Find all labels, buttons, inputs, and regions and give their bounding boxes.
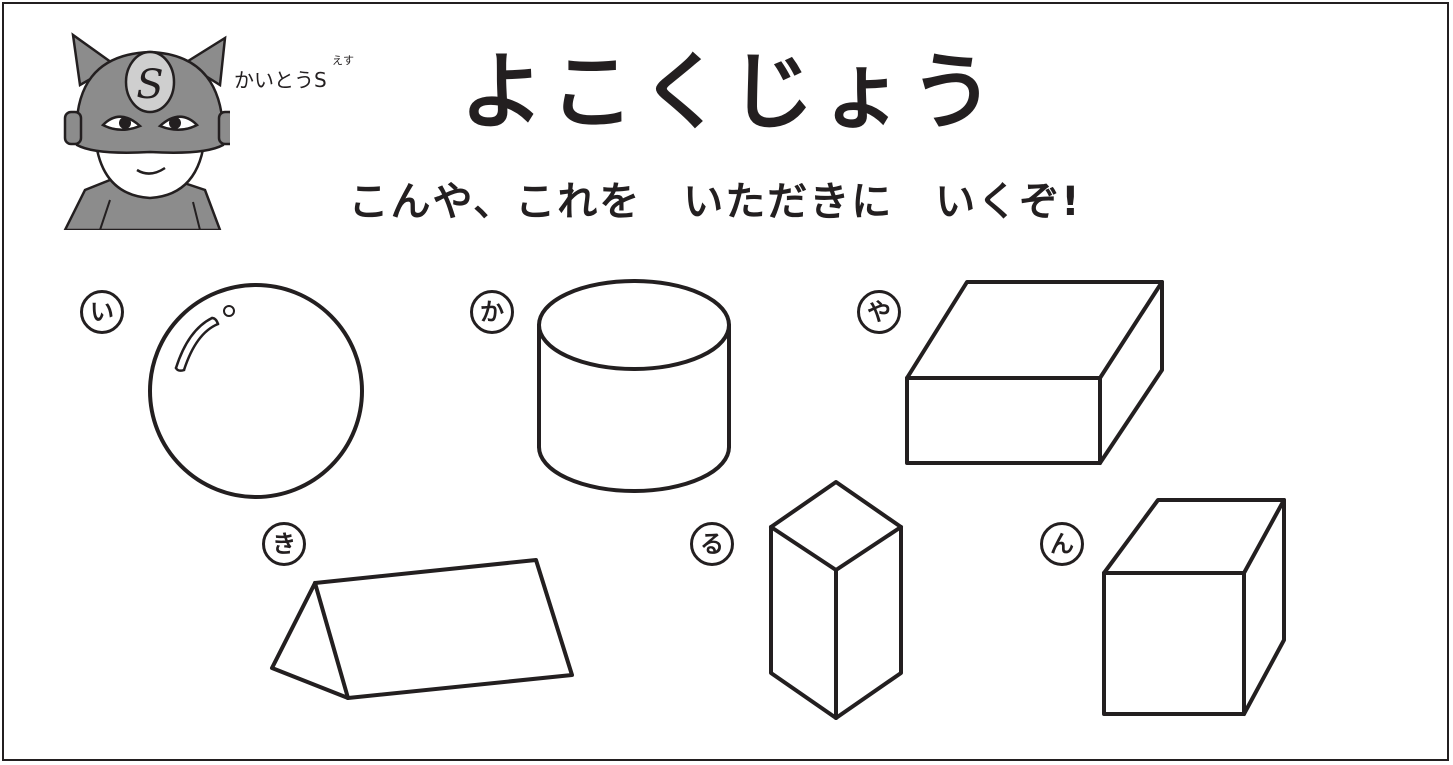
triangular-prism-shape bbox=[270, 558, 574, 700]
shape-label-ka: か bbox=[470, 290, 514, 334]
phantom-thief-illustration: S bbox=[63, 32, 230, 230]
shape-label-ru: る bbox=[690, 522, 734, 566]
mask-emblem-letter: S bbox=[136, 62, 163, 108]
sphere-shape bbox=[148, 283, 364, 499]
shape-label-i: い bbox=[80, 290, 124, 334]
cube-shape bbox=[1102, 498, 1286, 716]
character-name-ruby: えす bbox=[332, 54, 354, 67]
shape-label-ki: き bbox=[262, 522, 306, 566]
square-prism-shape bbox=[769, 480, 903, 720]
cylinder-shape bbox=[537, 279, 731, 493]
character-name: かいとうS bbox=[234, 68, 327, 92]
shape-label-ya: や bbox=[857, 290, 901, 334]
worksheet-subtitle: こんや、これを いただきに いくぞ! bbox=[348, 179, 1082, 225]
shape-label-n: ん bbox=[1040, 522, 1084, 566]
rectangular-box-shape bbox=[905, 280, 1164, 465]
worksheet-title: よこくじょう bbox=[459, 43, 1000, 141]
